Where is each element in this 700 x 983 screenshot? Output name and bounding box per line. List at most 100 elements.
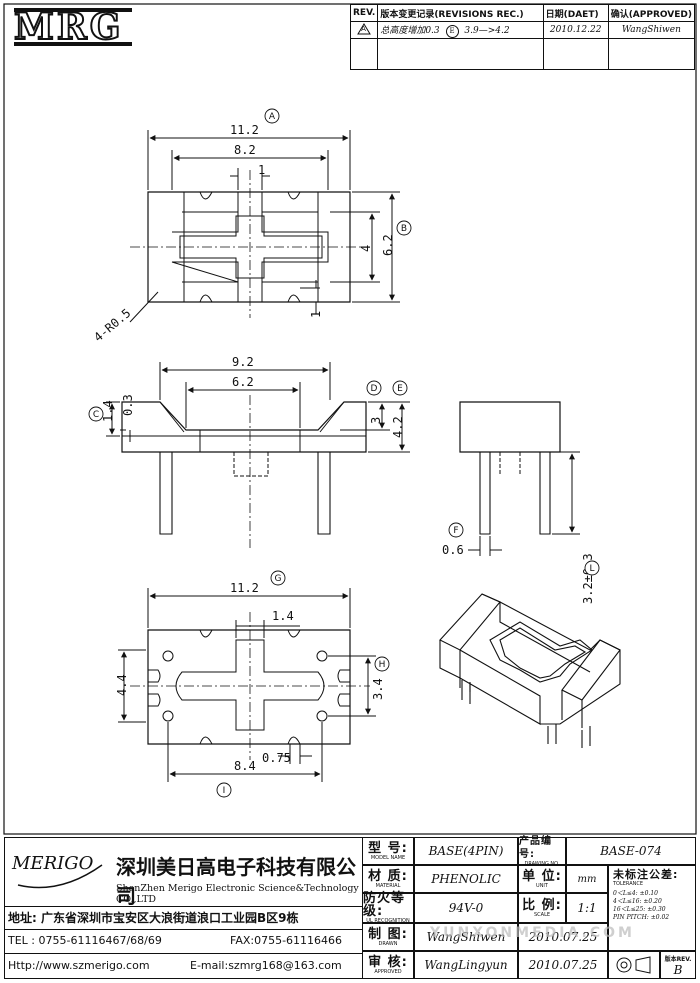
engineering-drawing: 11.2 8.2 1 4 6.2 1 4-R0.5 9.2 6.2 1.4 0.… bbox=[3, 3, 697, 835]
fire-value: 94V-0 bbox=[414, 893, 518, 923]
tolerance-cell: 未标注公差: TOLERANCE 0＜L≤4: ±0.10 4＜L≤16: ±0… bbox=[608, 865, 696, 951]
divider bbox=[4, 929, 362, 930]
unit-value: mm bbox=[566, 865, 608, 893]
rev-cell: 版本REV. B bbox=[660, 951, 696, 979]
mark-h: H bbox=[379, 660, 386, 670]
dim-bottom-3-4: 3.4 bbox=[371, 678, 385, 700]
approved-label-en: APPROVED bbox=[374, 968, 402, 975]
dim-top-1: 1 bbox=[258, 163, 265, 177]
dim-front-0-3: 0.3 bbox=[121, 394, 135, 416]
scale-label-cell: 比 例: SCALE bbox=[518, 893, 566, 923]
drawn-label: 制 图: bbox=[368, 926, 408, 942]
fire-label-cell: 防火等级: UL RECOGNITION bbox=[362, 892, 414, 924]
unit-label-en: UNIT bbox=[536, 882, 548, 889]
dim-bottom-4-4: 4.4 bbox=[115, 674, 129, 696]
mark-l: L bbox=[589, 564, 594, 574]
tolerance-line: 4＜L≤16: ±0.20 bbox=[613, 898, 662, 905]
mark-d: D bbox=[371, 384, 378, 394]
rev-desc-cell: 总高度增加0.3 E 3.9—>4.2 bbox=[377, 21, 544, 39]
dim-front-3: 3 bbox=[369, 417, 383, 424]
tolerance-label: 未标注公差: bbox=[613, 868, 679, 881]
merigo-swoosh-icon bbox=[17, 864, 103, 889]
revision-row-empty bbox=[349, 38, 696, 70]
tolerance-line: 0＜L≤4: ±0.10 bbox=[613, 890, 658, 897]
dim-top-4: 4 bbox=[359, 245, 373, 252]
rev-empty-cell bbox=[377, 38, 544, 70]
rev-empty-cell bbox=[542, 38, 609, 70]
mark-e: E bbox=[397, 384, 403, 394]
tolerance-line: PIN PITCH: ±0.02 bbox=[613, 914, 670, 921]
mrg-logo: MRG bbox=[13, 5, 132, 49]
fire-label-en: UL RECOGNITION bbox=[366, 918, 410, 924]
material-label-en: MATERIAL bbox=[375, 882, 401, 889]
title-block: MERIGO 深圳美日高电子科技有限公司 ShenZhen Merigo Ele… bbox=[0, 836, 700, 983]
website: Http://www.szmerigo.com bbox=[8, 959, 150, 972]
scale-value: 1:1 bbox=[566, 893, 608, 923]
tolerance-label-en: TOLERANCE bbox=[613, 881, 644, 887]
dim-top-radius: 4-R0.5 bbox=[91, 306, 133, 345]
watermark: YUNXONMEDIA.COM bbox=[430, 925, 635, 941]
approved-label-cell: 审 核: APPROVED bbox=[362, 951, 414, 979]
projection-symbol-cell bbox=[608, 951, 660, 979]
approved-date: 2010.07.25 bbox=[518, 951, 608, 979]
rev-empty-cell bbox=[349, 38, 379, 70]
model-label-cell: 型 号: MODEL NAME bbox=[362, 837, 414, 865]
model-label-en: MODEL NAME bbox=[370, 854, 406, 861]
approved-value: WangLingyun bbox=[414, 951, 518, 979]
mark-c: C bbox=[93, 410, 99, 420]
unit-label-cell: 单 位: UNIT bbox=[518, 865, 566, 893]
rev-triangle-cell: A bbox=[349, 21, 379, 39]
dim-top-6-2: 6.2 bbox=[381, 234, 395, 256]
drawn-label-cell: 制 图: DRAWN bbox=[362, 923, 414, 951]
drawing-no-label-en: DRAWING NO. bbox=[524, 861, 560, 867]
rev-mark-circle: E bbox=[445, 24, 459, 38]
rev-change: 3.9—>4.2 bbox=[464, 25, 510, 36]
bottom-view bbox=[118, 588, 376, 782]
side-view bbox=[459, 401, 580, 556]
dim-bottom-8-4: 8.4 bbox=[234, 759, 256, 773]
dim-front-1-4: 1.4 bbox=[101, 400, 115, 422]
dim-front-4-2: 4.2 bbox=[391, 416, 405, 438]
company-name-cn: 深圳美日高电子科技有限公司 bbox=[116, 855, 356, 908]
dim-bottom-1-4: 1.4 bbox=[272, 609, 294, 623]
rev-label: 版本REV. bbox=[664, 955, 692, 963]
drawn-date: 2010.07.25 bbox=[518, 923, 608, 951]
company-area: MERIGO 深圳美日高电子科技有限公司 ShenZhen Merigo Ele… bbox=[4, 837, 362, 908]
rev-letter: A bbox=[361, 24, 366, 33]
mark-b: B bbox=[401, 224, 407, 234]
drawing-border bbox=[3, 3, 697, 835]
logo-top-bar bbox=[14, 8, 132, 12]
top-view bbox=[129, 130, 400, 323]
triangle-icon: A bbox=[357, 22, 372, 35]
dim-front-9-2: 9.2 bbox=[232, 355, 254, 369]
address: 地址: 广东省深圳市宝安区大浪街道浪口工业园B区9栋 bbox=[8, 911, 299, 925]
mark-a: A bbox=[269, 112, 276, 122]
material-label-cell: 材 质: MATERIAL bbox=[362, 865, 414, 893]
dim-bottom-11-2: 11.2 bbox=[230, 581, 259, 595]
fax: FAX:0755-61116466 bbox=[230, 934, 343, 947]
model-label: 型 号: bbox=[368, 840, 408, 856]
front-view bbox=[106, 362, 410, 548]
drawn-label-en: DRAWN bbox=[378, 940, 398, 947]
dim-top-8-2: 8.2 bbox=[234, 143, 256, 157]
material-value: PHENOLIC bbox=[414, 865, 518, 893]
logo-bottom-bar bbox=[14, 42, 132, 46]
isometric-view bbox=[439, 593, 621, 748]
dim-front-6-2: 6.2 bbox=[232, 375, 254, 389]
dim-top-11-2: 11.2 bbox=[230, 123, 259, 137]
email: E-mail:szmrg168@163.com bbox=[190, 959, 342, 972]
rev-empty-cell bbox=[607, 38, 696, 70]
tel: TEL : 0755-61116467/68/69 bbox=[8, 934, 162, 947]
drawing-no-label-cell: 产品编号: DRAWING NO. bbox=[518, 836, 566, 867]
company-name-en: ShenZhen Merigo Electronic Science&Techn… bbox=[116, 883, 359, 905]
rev-desc: 总高度增加0.3 bbox=[380, 25, 440, 36]
mark-g: G bbox=[275, 574, 282, 584]
approved-label: 审 核: bbox=[368, 954, 408, 970]
logo-text: MRG bbox=[13, 5, 124, 49]
drawing-no-label: 产品编号: bbox=[519, 836, 552, 860]
divider bbox=[4, 953, 362, 954]
revision-row: A 总高度增加0.3 E 3.9—>4.2 2010.12.22 WangShi… bbox=[349, 21, 696, 39]
drawn-value: WangShiwen bbox=[414, 923, 518, 951]
scale-label-en: SCALE bbox=[533, 911, 551, 918]
merigo-logo: MERIGO bbox=[12, 853, 94, 874]
